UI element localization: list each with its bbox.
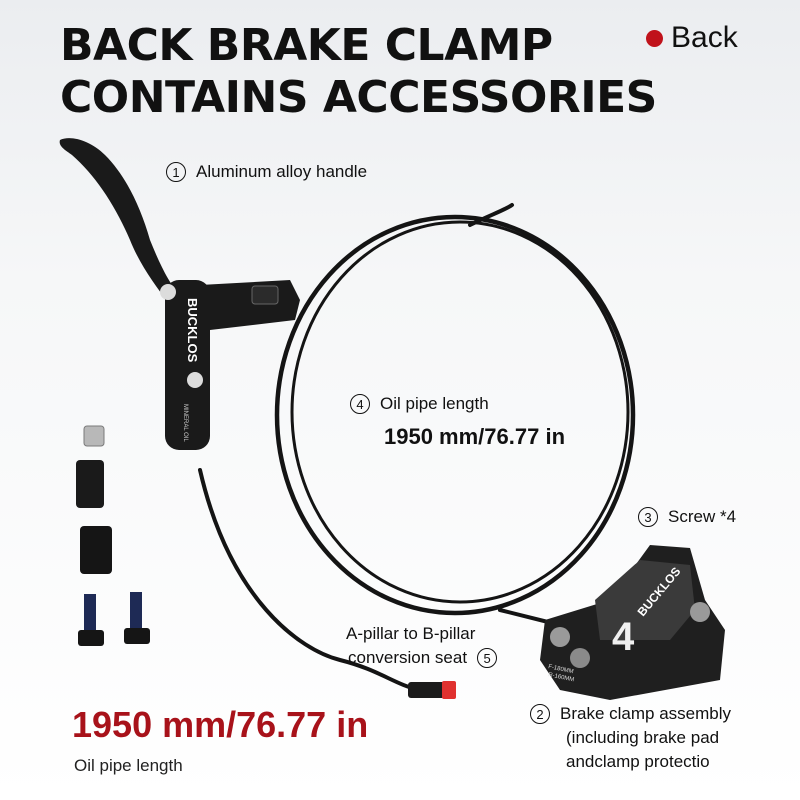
callout-line: (including brake pad	[566, 728, 720, 747]
title-line-2: CONTAINS ACCESSORIES	[60, 72, 657, 123]
callout-number: 1	[166, 162, 186, 182]
callout-line: andclamp protectio	[566, 752, 710, 771]
variant-label: Back	[671, 21, 738, 54]
callout-line: conversion seat	[348, 648, 468, 667]
callout-screw: 3 Screw *4	[638, 507, 736, 527]
caliper-spec-1: F-180MM	[548, 664, 574, 675]
accessory-parts	[76, 425, 150, 646]
callout-line: Brake clamp assembly	[560, 704, 732, 723]
callout-number: 4	[350, 394, 370, 414]
page-title: BACK BRAKE CLAMP CONTAINS ACCESSORIES	[60, 20, 657, 124]
lever-sub-text: MINERAL OIL	[182, 404, 188, 442]
callout-conversion-seat: A-pillar to B-pillar conversion seat 5	[346, 622, 498, 670]
callout-brake-clamp: 2 Brake clamp assembly (including brake …	[530, 702, 731, 774]
hose-connector	[408, 681, 456, 699]
callout-number: 2	[530, 704, 550, 724]
oil-pipe-coil	[198, 203, 636, 692]
caliper-mark-text: 4	[612, 615, 635, 659]
brake-lever: BUCKLOS MINERAL OIL	[59, 138, 300, 450]
brake-caliper: 4 BUCKLOS F-180MM R-160MM	[540, 545, 725, 700]
callout-number: 5	[477, 648, 498, 668]
variant-indicator: Back	[646, 20, 738, 56]
callout-text: Screw *4	[668, 507, 737, 526]
title-line-1: BACK BRAKE CLAMP	[60, 20, 553, 71]
red-dot-icon	[646, 29, 663, 47]
callout-oil-pipe: 4 Oil pipe length	[350, 394, 489, 414]
highlight-length-label: Oil pipe length	[74, 756, 183, 775]
caliper-spec-2: R-160MM	[548, 672, 575, 683]
callout-number: 3	[638, 507, 658, 527]
callout-line: A-pillar to B-pillar	[346, 624, 476, 643]
highlight-length-value: 1950 mm/76.77 in	[72, 704, 369, 745]
oil-pipe-length-value: 1950 mm/76.77 in	[384, 424, 566, 449]
callout-text: Aluminum alloy handle	[196, 162, 368, 181]
callout-handle: 1 Aluminum alloy handle	[166, 162, 367, 182]
lever-brand-text: BUCKLOS	[185, 298, 200, 363]
callout-text: Oil pipe length	[380, 394, 489, 413]
